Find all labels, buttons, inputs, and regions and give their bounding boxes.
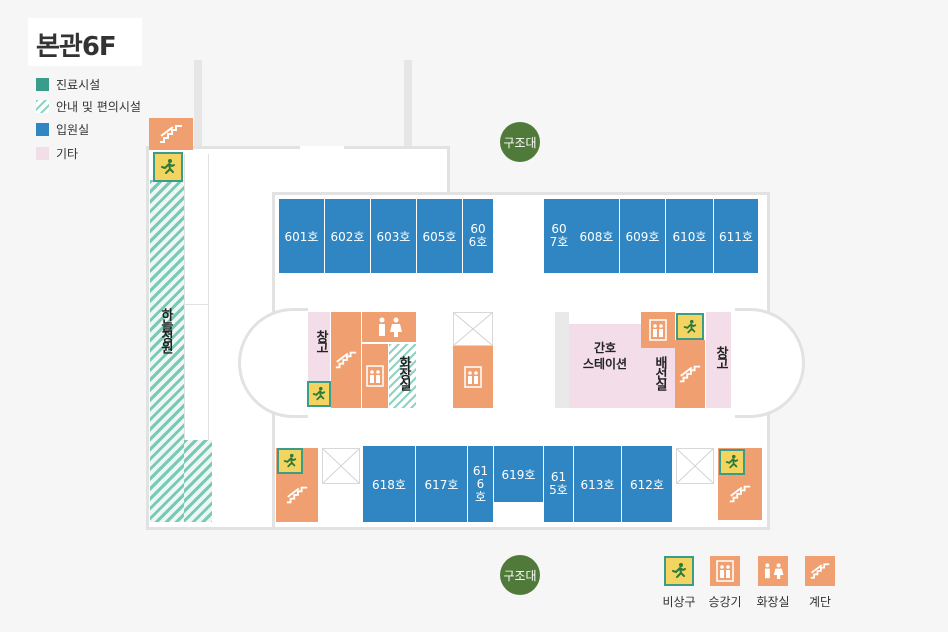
room-607: 607호 bbox=[544, 199, 574, 273]
room-616: 616호 bbox=[468, 446, 494, 522]
room-605: 605호 bbox=[417, 199, 463, 273]
linen-room bbox=[641, 348, 675, 408]
legend-label: 안내 및 편의시설 bbox=[56, 99, 141, 114]
stairs-icon bbox=[805, 556, 835, 586]
legend-item-guide: 안내 및 편의시설 bbox=[36, 98, 141, 114]
emergency-exit-icon bbox=[664, 556, 694, 586]
room-611: 611호 bbox=[714, 199, 758, 273]
restroom-label: 화장실 bbox=[396, 356, 411, 389]
legend-swatch-guide bbox=[36, 99, 49, 113]
room-610: 610호 bbox=[666, 199, 714, 273]
room-619: 619호 bbox=[494, 446, 544, 502]
room-615: 615호 bbox=[544, 446, 574, 522]
sky-garden-label: 하늘정원 bbox=[158, 308, 173, 352]
nurse-station bbox=[569, 324, 641, 408]
corridor-line bbox=[184, 154, 185, 440]
legend-label: 입원실 bbox=[56, 122, 90, 137]
sky-garden-ext bbox=[184, 440, 212, 522]
room-612: 612호 bbox=[622, 446, 672, 522]
room-603: 603호 bbox=[371, 199, 417, 273]
stairs-icon bbox=[675, 340, 705, 408]
emergency-exit-icon bbox=[153, 152, 183, 182]
legend-label: 진료시설 bbox=[56, 77, 101, 92]
legend-item-medical: 진료시설 bbox=[36, 76, 100, 92]
room-608: 608호 bbox=[574, 199, 620, 273]
icon-legend-label: 계단 bbox=[808, 595, 832, 609]
elevator-icon bbox=[710, 556, 740, 586]
storage-left bbox=[308, 312, 330, 382]
room-609: 609호 bbox=[620, 199, 666, 273]
legend-label: 기타 bbox=[56, 146, 79, 161]
corridor-line bbox=[208, 154, 209, 440]
storage-right-label: 창고 bbox=[713, 346, 728, 368]
rescue-marker-bottom: 구조대 bbox=[500, 555, 540, 595]
emergency-exit-icon bbox=[719, 449, 745, 475]
sky-garden bbox=[150, 180, 184, 522]
nurse-station-label-line: 간호 bbox=[593, 341, 617, 355]
room-617: 617호 bbox=[416, 446, 468, 522]
floor-title: 본관6F bbox=[36, 32, 117, 62]
restroom-icon bbox=[758, 556, 788, 586]
corridor-line bbox=[184, 304, 208, 305]
wall-segment bbox=[194, 60, 202, 158]
legend-swatch-medical bbox=[36, 77, 49, 91]
legend-item-inpatient: 입원실 bbox=[36, 121, 89, 137]
room-606: 606호 bbox=[463, 199, 493, 273]
shaft bbox=[676, 448, 714, 484]
storage-right bbox=[706, 312, 731, 408]
shaft bbox=[453, 312, 493, 346]
icon-legend-label: 화장실 bbox=[756, 595, 790, 609]
restroom-icon bbox=[362, 312, 416, 342]
shaft bbox=[322, 448, 360, 484]
room-602: 602호 bbox=[325, 199, 371, 273]
wall-segment bbox=[404, 60, 412, 158]
legend-swatch-inpatient bbox=[36, 122, 49, 136]
wall-block bbox=[555, 312, 569, 408]
stairs-icon bbox=[331, 312, 361, 408]
room-601: 601호 bbox=[279, 199, 325, 273]
nurse-station-label-line: 스테이션 bbox=[582, 357, 628, 371]
legend-item-other: 기타 bbox=[36, 145, 78, 161]
legend-swatch-other bbox=[36, 146, 49, 160]
storage-left-label: 창고 bbox=[313, 330, 328, 352]
elevator-icon bbox=[641, 312, 675, 348]
nurse-station-label: 간호 스테이션 bbox=[569, 340, 641, 372]
icon-legend-label: 승강기 bbox=[708, 595, 742, 609]
restroom-area bbox=[389, 344, 416, 408]
room-613: 613호 bbox=[574, 446, 622, 522]
stairs-icon bbox=[149, 118, 193, 150]
emergency-exit-icon bbox=[307, 381, 331, 407]
elevator-icon bbox=[453, 346, 493, 408]
room-618: 618호 bbox=[363, 446, 416, 522]
emergency-exit-icon bbox=[676, 313, 704, 340]
opening bbox=[300, 146, 344, 156]
title-box bbox=[28, 18, 142, 66]
icon-legend-label: 비상구 bbox=[662, 595, 696, 609]
linen-label: 배선실 bbox=[652, 356, 667, 389]
rescue-marker-top: 구조대 bbox=[500, 122, 540, 162]
emergency-exit-icon bbox=[277, 448, 303, 474]
east-bulge bbox=[735, 308, 805, 418]
elevator-icon bbox=[362, 344, 388, 408]
